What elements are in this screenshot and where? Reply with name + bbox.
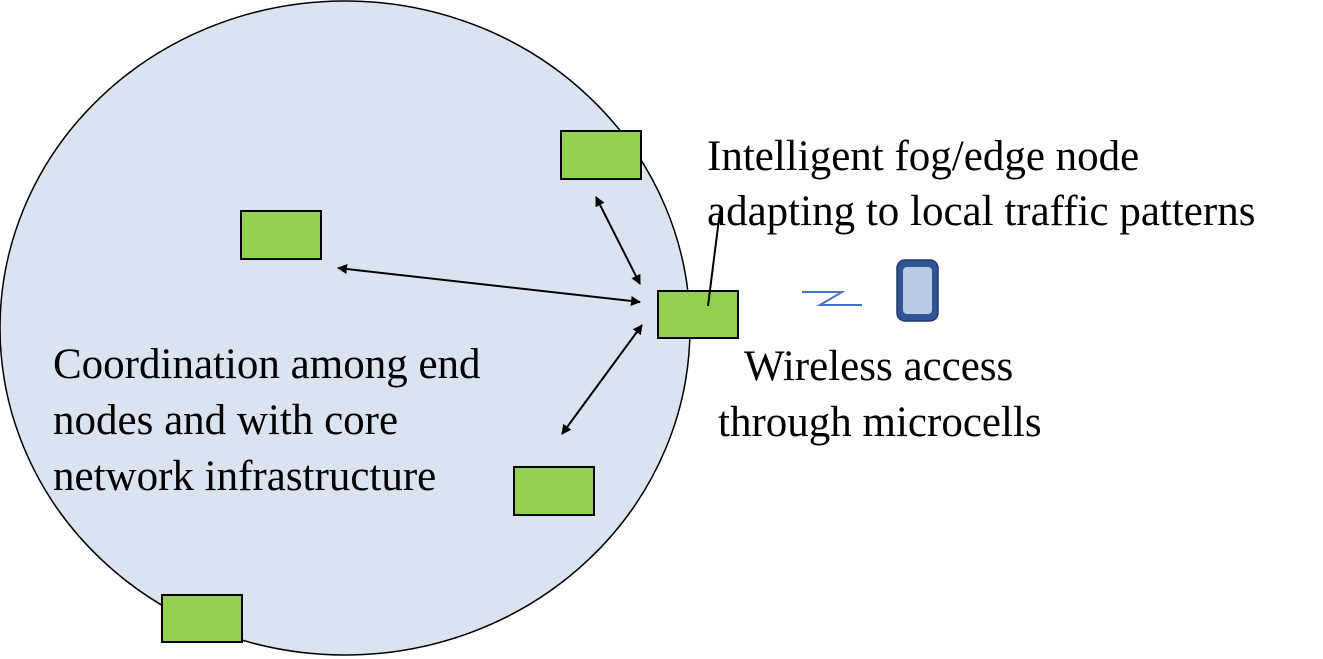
coordination-label-line2: nodes and with core	[53, 397, 398, 444]
network-area-circle	[0, 0, 691, 656]
fog-node-label-line1: Intelligent fog/edge node	[707, 133, 1139, 180]
coordination-label-line3: network infrastructure	[53, 453, 436, 500]
end-node-top	[560, 130, 642, 180]
end-node-left	[240, 210, 322, 260]
fog-node-label-line2: adapting to local traffic patterns	[707, 188, 1255, 235]
fog-edge-node	[657, 290, 739, 339]
zigzag-signal-icon	[802, 291, 862, 306]
link-arrow-left	[337, 264, 641, 306]
wireless-label-line2: through microcells	[718, 399, 1042, 446]
coordination-label-line1: Coordination among end	[53, 341, 481, 388]
wireless-label-line1: Wireless access	[744, 343, 1013, 390]
link-arrow-bottom	[561, 324, 643, 435]
mobile-phone-icon	[896, 259, 939, 322]
end-node-bottom-right	[513, 466, 595, 516]
fog-node-callout-line	[707, 210, 721, 307]
end-node-bottom	[161, 594, 243, 643]
